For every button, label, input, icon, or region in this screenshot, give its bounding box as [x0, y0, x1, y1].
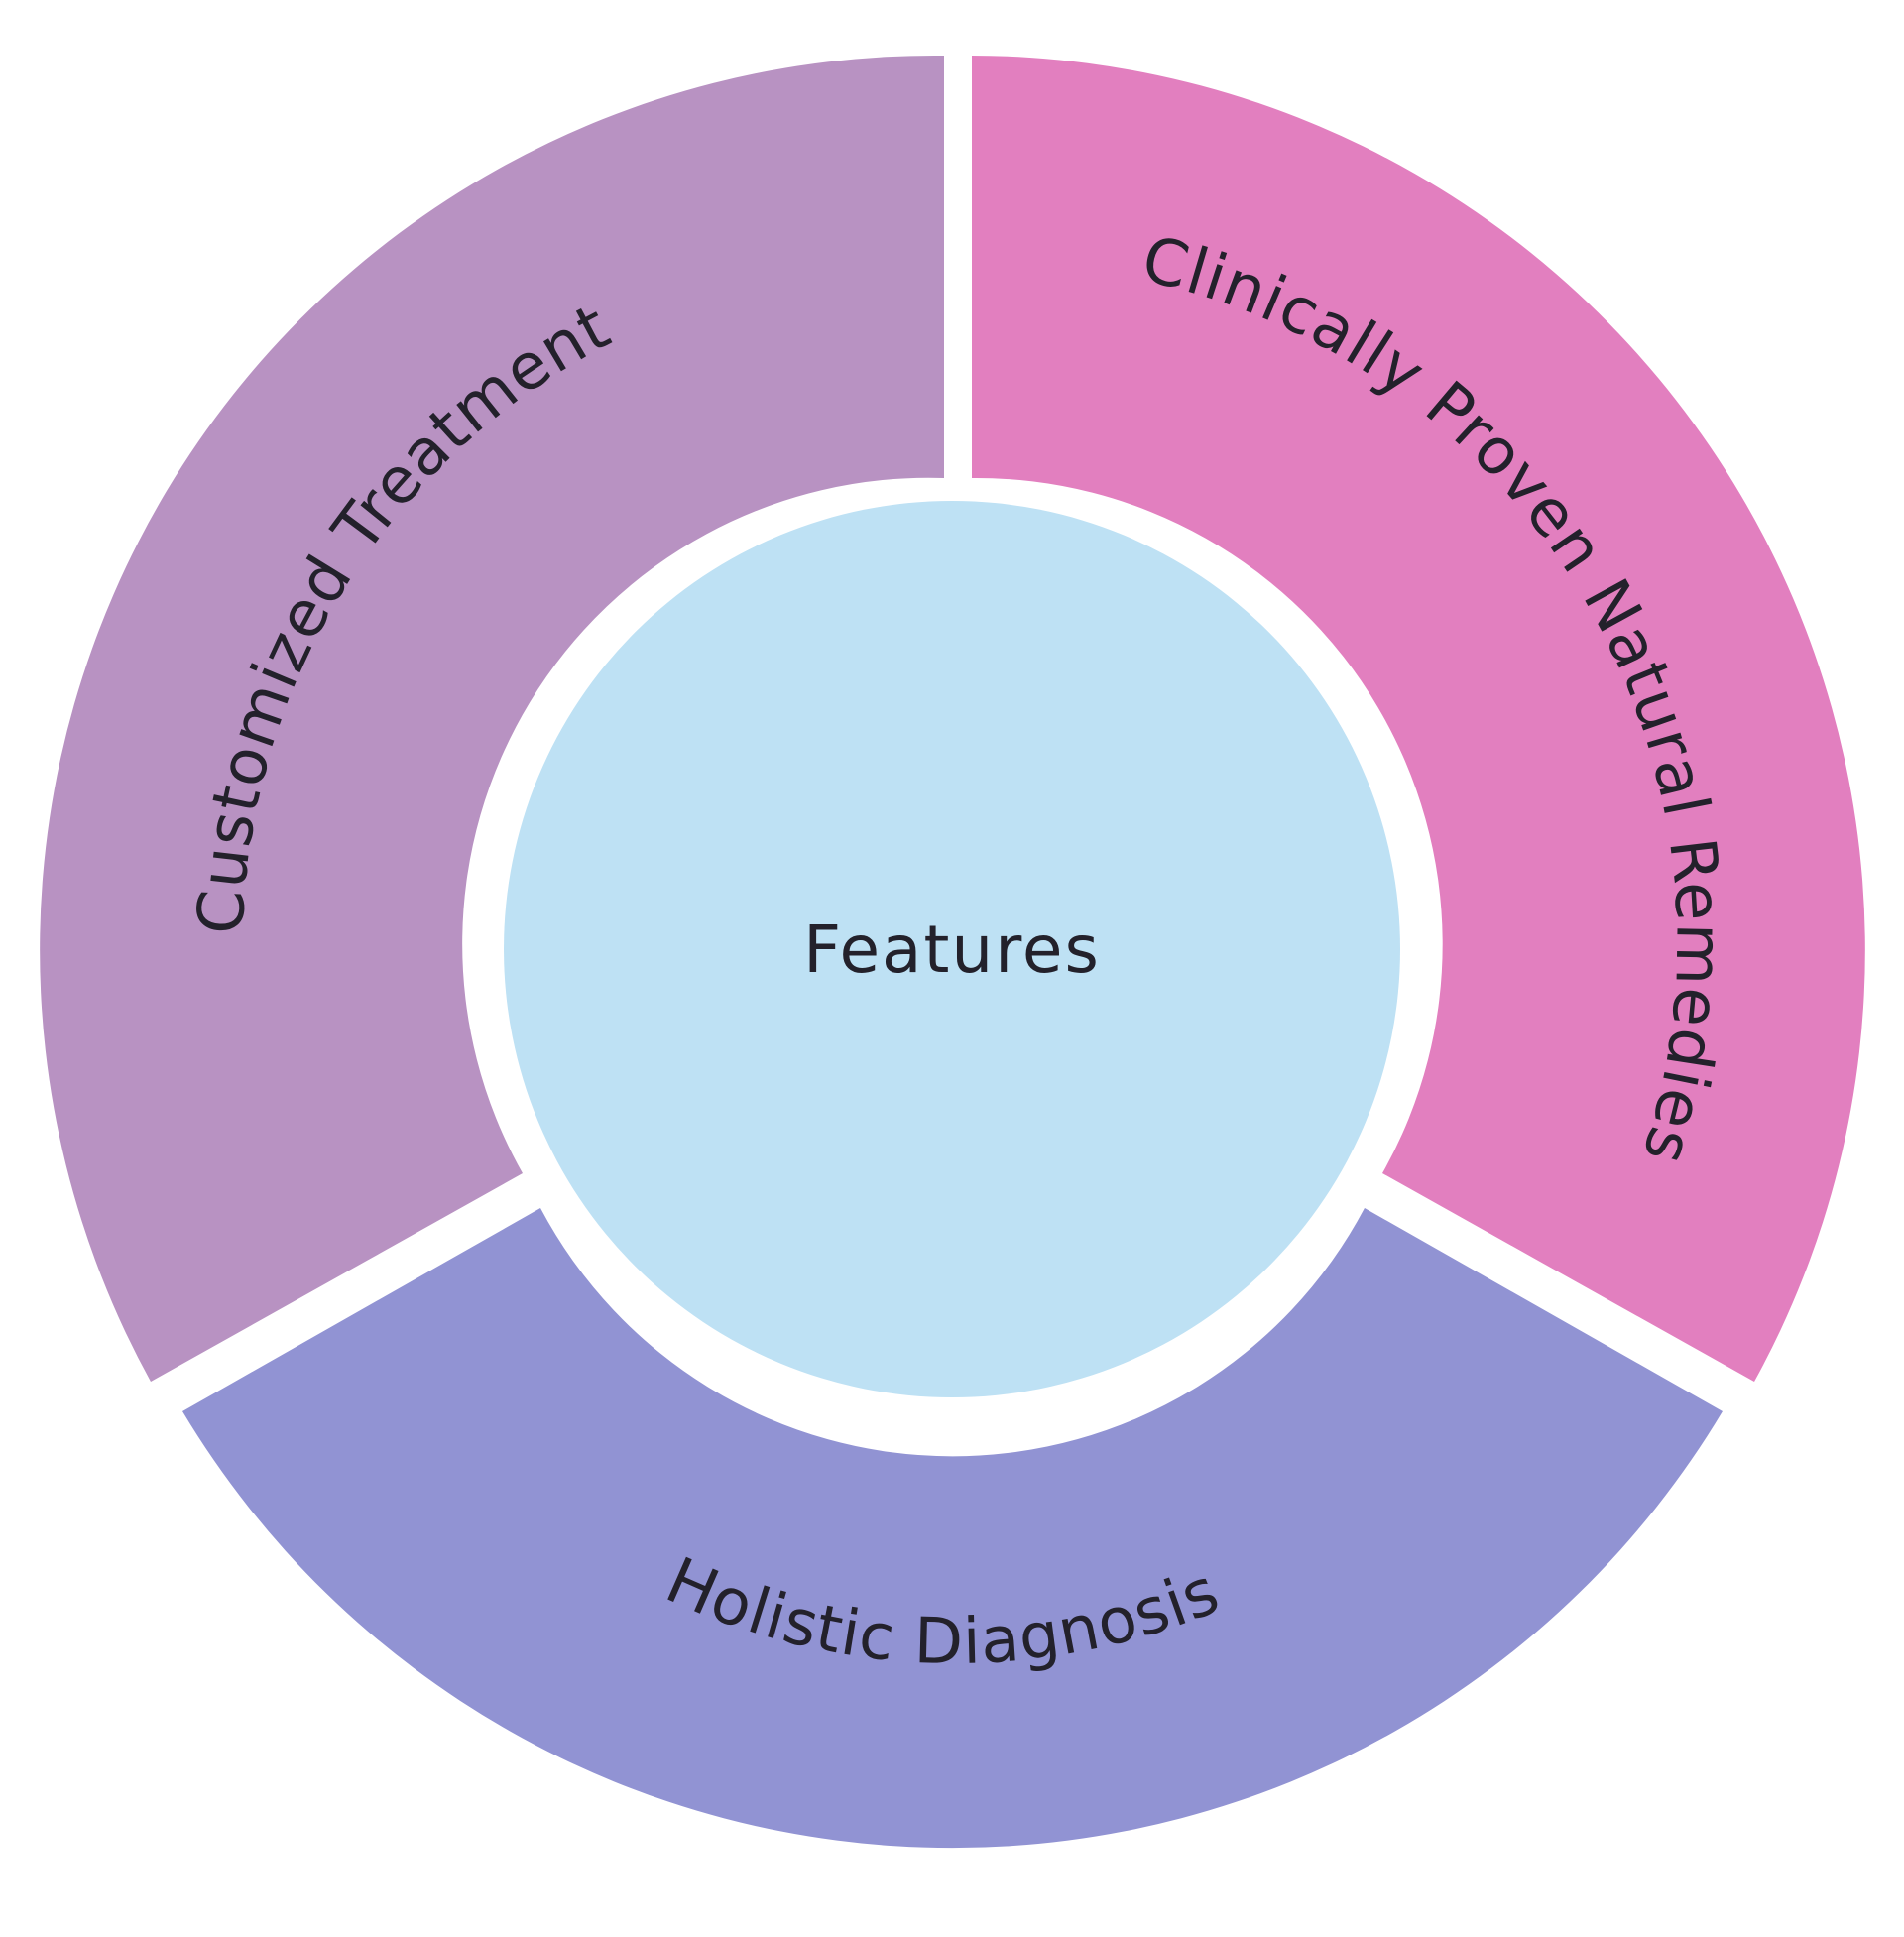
segment-holistic-diagnosis — [182, 1208, 1723, 1849]
center-circle — [504, 501, 1400, 1397]
segment-clinically-proven-natural-remedies — [972, 56, 1865, 1382]
segment-customized-treatment — [40, 55, 944, 1383]
center-label: Features — [803, 911, 1101, 988]
